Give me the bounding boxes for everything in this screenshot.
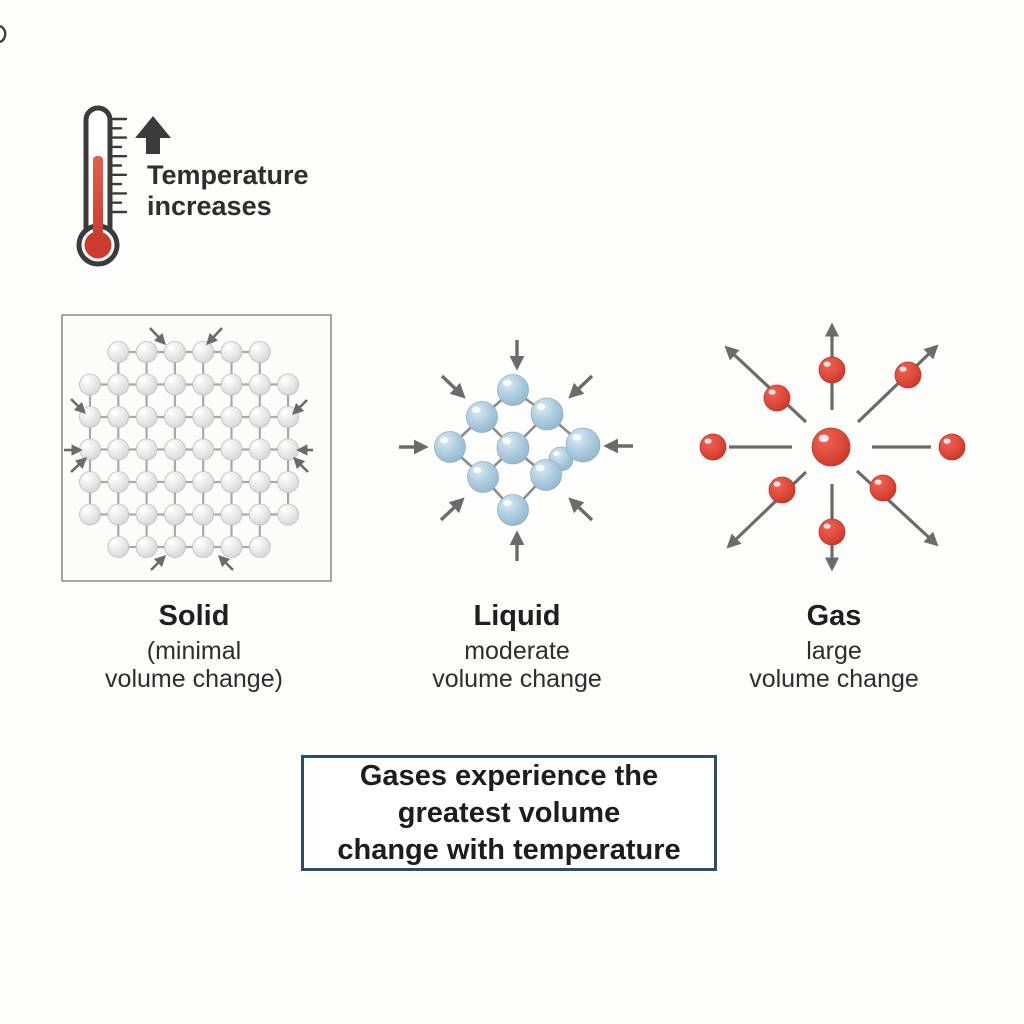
thermometer-ticks — [111, 117, 128, 214]
up-arrow-icon — [135, 116, 171, 154]
edge-artifact-mark — [0, 24, 7, 44]
solid-label-block: Solid (minimal volume change) — [44, 600, 344, 693]
state-caption-liquid: moderate volume change — [432, 637, 602, 693]
liquid-label-block: Liquid moderate volume change — [367, 600, 667, 693]
gas-label-block: Gas large volume change — [684, 600, 984, 693]
conclusion-text: Gases experience the greatest volume cha… — [337, 759, 681, 866]
liquid-particles-diagram — [399, 340, 633, 561]
conclusion-box: Gases experience the greatest volume cha… — [301, 755, 717, 871]
gas-particles-diagram — [699, 322, 966, 572]
state-caption-solid: (minimal volume change) — [105, 637, 283, 693]
thermometer-bulb — [84, 231, 112, 259]
state-name-liquid: Liquid — [473, 600, 561, 632]
state-name-gas: Gas — [806, 600, 862, 632]
solid-particles-diagram — [64, 327, 313, 571]
thermometer-icon — [76, 105, 128, 267]
state-caption-gas: large volume change — [749, 637, 919, 693]
state-name-solid: Solid — [158, 600, 230, 632]
temperature-label: Temperature increases — [147, 160, 309, 221]
